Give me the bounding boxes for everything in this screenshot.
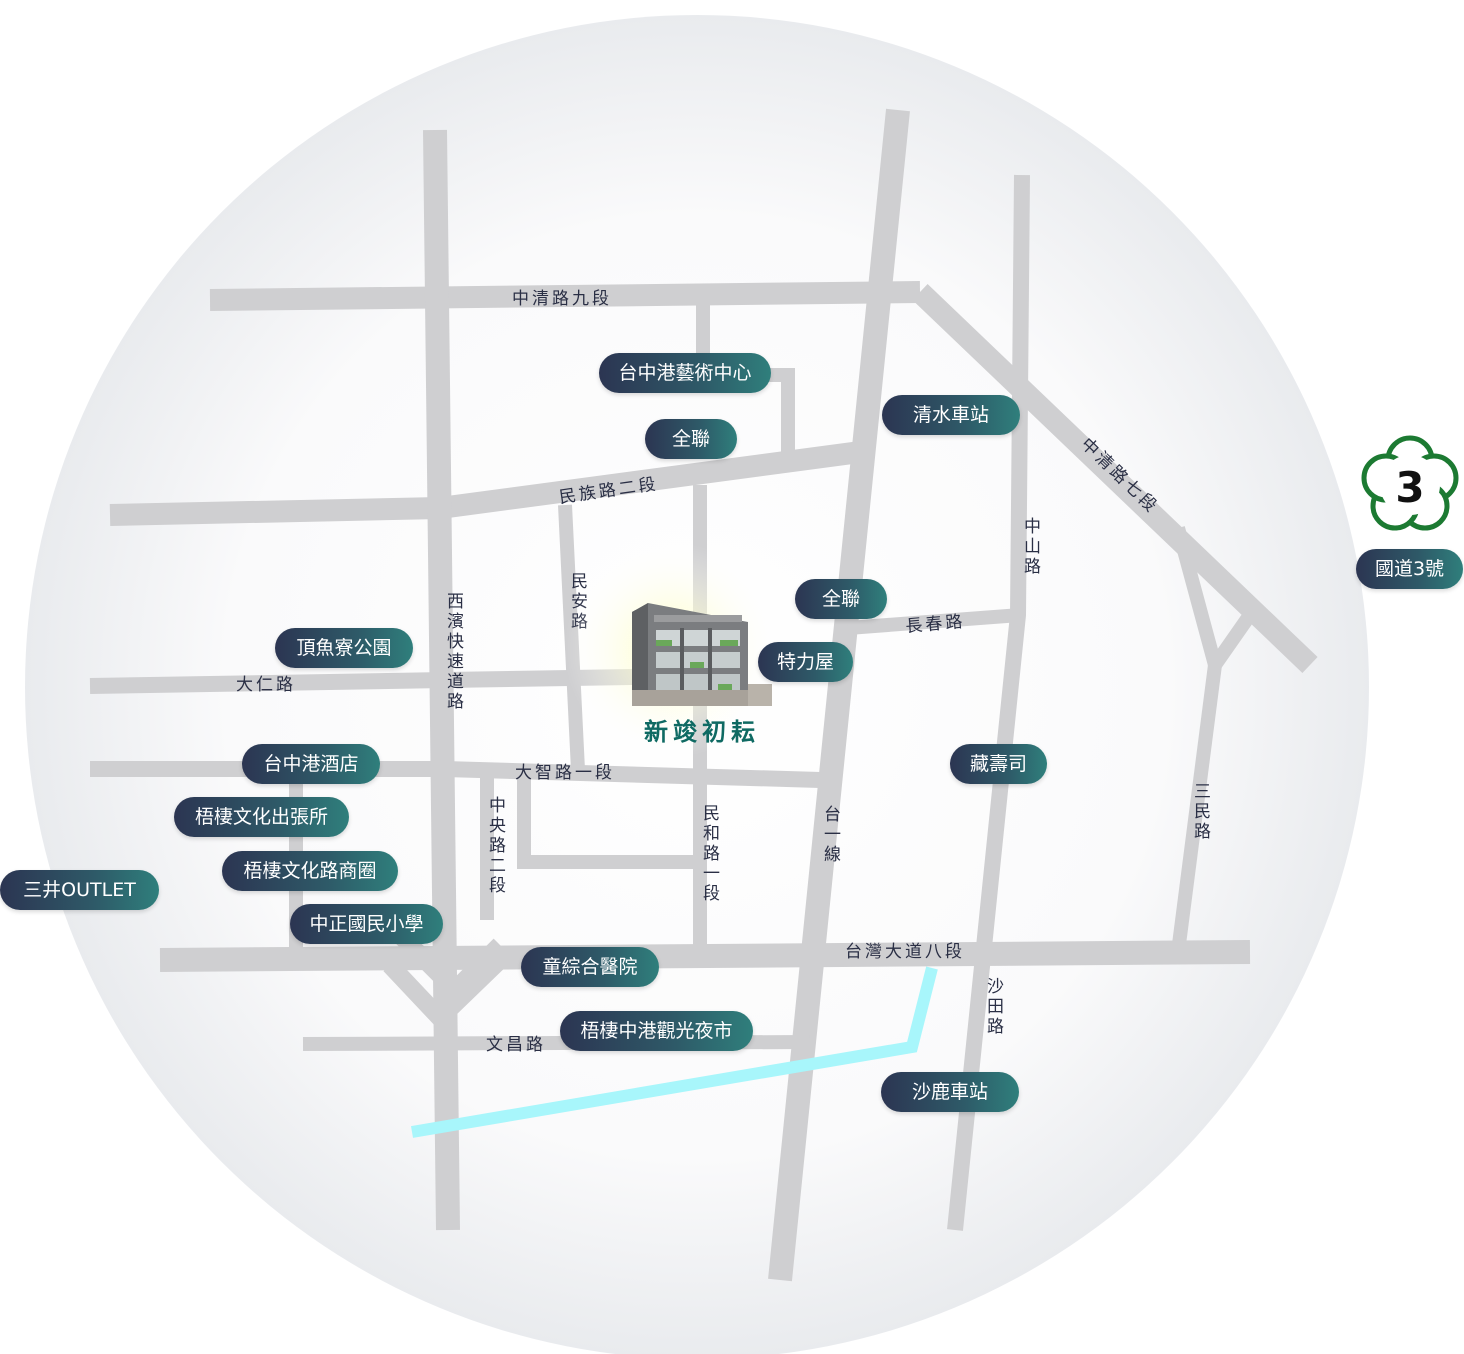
poi-zhongzheng-school[interactable]: 中正國民小學 <box>290 904 443 944</box>
poi-wuqi-office[interactable]: 梧棲文化出張所 <box>174 797 349 837</box>
road-label-daren: 大仁路 <box>236 675 296 695</box>
poi-children-hospital[interactable]: 童綜合醫院 <box>521 947 659 987</box>
road-taiwan-ave-8 <box>159 940 1251 972</box>
road-changchun <box>847 608 1021 635</box>
freeway-3-shield-icon <box>1361 435 1459 531</box>
road-sanmin <box>1171 664 1222 953</box>
road-interchange-b <box>383 953 507 1031</box>
poi-harbor-hotel[interactable]: 台中港酒店 <box>242 744 380 784</box>
poi-art-center[interactable]: 台中港藝術中心 <box>599 353 771 393</box>
road-interchange-a <box>383 918 507 1003</box>
poi-night-market[interactable]: 梧棲中港觀光夜市 <box>560 1011 753 1051</box>
road-daren <box>89 669 633 694</box>
road-label-tai1: 台一線 <box>820 805 841 865</box>
poi-mitsui-outlet[interactable]: 三井OUTLET <box>0 870 159 910</box>
poi-freeway-3[interactable]: 國道3號 <box>1356 549 1463 589</box>
road-zhongqing-7 <box>912 284 1318 673</box>
road-zhongqing-9 <box>209 281 921 311</box>
road-label-zhongyang-2: 中央路二段 <box>485 796 506 896</box>
road-sanmin-fork <box>1171 526 1258 682</box>
road-label-minhe-1: 民和路一段 <box>699 804 720 904</box>
road-label-zhongshan: 中山路 <box>1020 517 1041 577</box>
road-label-xibin: 西濱快速道路 <box>443 592 464 712</box>
poi-pxmart-mid[interactable]: 全聯 <box>795 579 887 619</box>
freeway-shield-number: 3 <box>1395 463 1424 512</box>
poi-qingshui-station[interactable]: 清水車站 <box>882 395 1020 435</box>
road-label-wenchang: 文昌路 <box>486 1035 546 1055</box>
road-tai1 <box>768 108 910 1282</box>
road-label-dazhi-1: 大智路一段 <box>515 763 615 783</box>
poi-dingyuliao-park[interactable]: 頂魚寮公園 <box>275 628 413 668</box>
poi-pxmart-top[interactable]: 全聯 <box>645 419 737 459</box>
poi-shalu-station[interactable]: 沙鹿車站 <box>881 1072 1019 1112</box>
road-dazhi-1 <box>90 761 821 788</box>
road-label-taiwan-ave-8: 台灣大道八段 <box>845 942 965 962</box>
road-dazhi-loop <box>517 775 700 869</box>
road-label-zhongqing-9: 中清路九段 <box>512 289 612 309</box>
canal <box>410 966 938 1138</box>
building-illustration <box>632 603 772 706</box>
road-label-shatian: 沙田路 <box>983 977 1004 1037</box>
poi-wuqi-shopping[interactable]: 梧棲文化路商圈 <box>222 851 398 891</box>
poi-toolsmart[interactable]: 特力屋 <box>758 642 853 682</box>
poi-sushiro[interactable]: 藏壽司 <box>950 744 1047 784</box>
project-name: 新竣初耘 <box>644 717 760 746</box>
road-label-sanmin: 三民路 <box>1190 782 1211 842</box>
